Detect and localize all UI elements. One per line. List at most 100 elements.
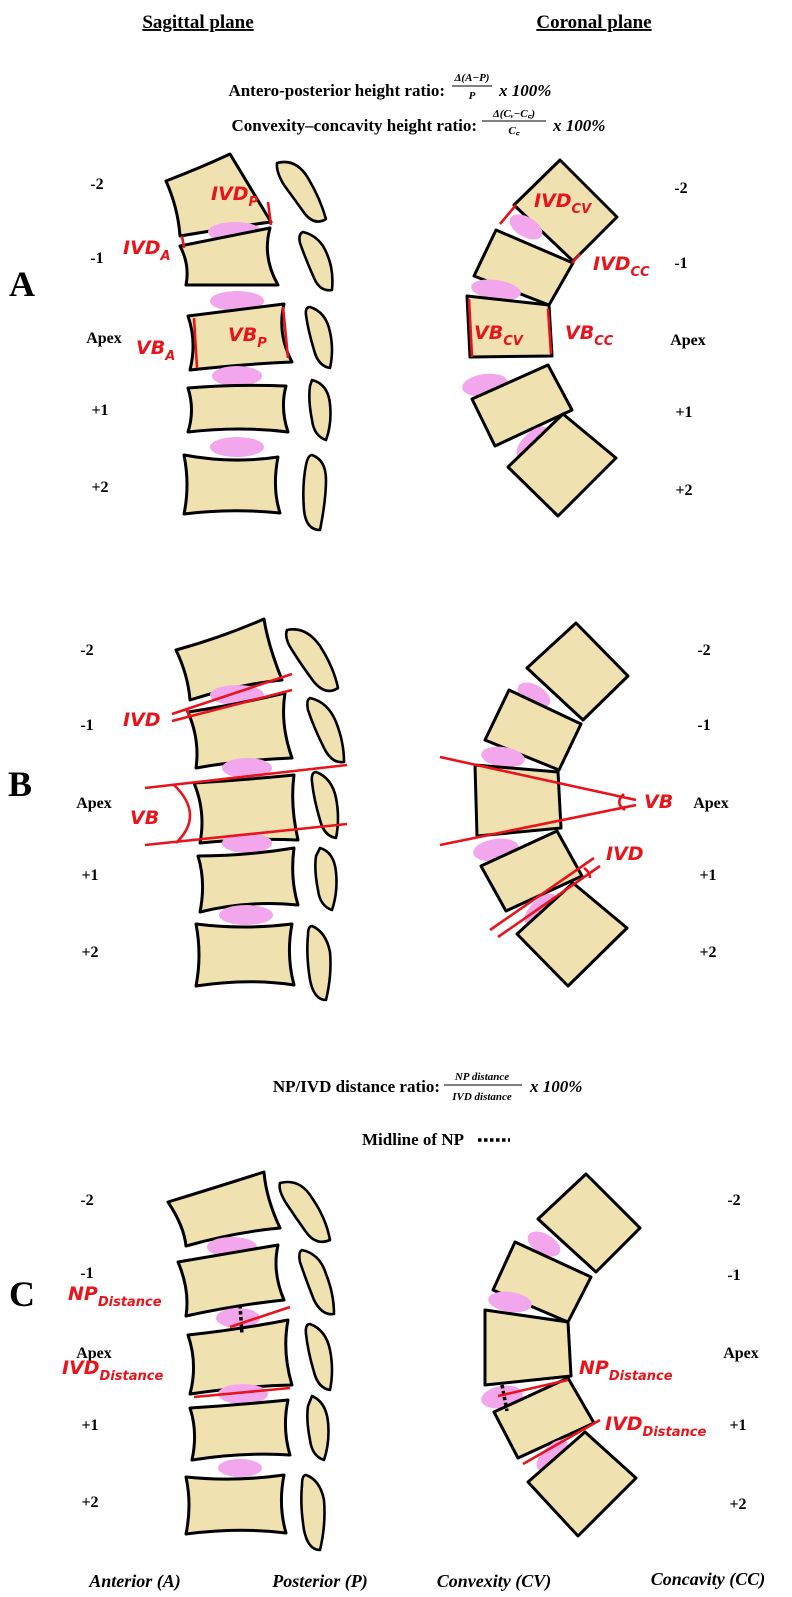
vertebral-body [188, 1320, 292, 1394]
panel-b-level-labels-left: -2 -1 Apex +1 +2 [76, 642, 112, 961]
level-label: -2 [90, 176, 103, 193]
ivd-angle-label: IVD [123, 709, 161, 731]
cc-ratio-label: Convexity–concavity height ratio: [231, 116, 477, 135]
level-label: Apex [723, 1345, 759, 1362]
level-label: -1 [90, 250, 103, 267]
np-distance-label: NPDistance [68, 1283, 162, 1310]
concavity-label: Concavity (CC) [651, 1569, 766, 1590]
level-label: Apex [76, 795, 112, 812]
np-ratio-denominator: IVD distance [451, 1091, 512, 1103]
level-label: -2 [727, 1192, 740, 1209]
vertebral-body [194, 775, 298, 843]
ivd-distance-label: IVDDistance [62, 1357, 163, 1384]
level-label: +2 [81, 944, 98, 961]
level-label: +2 [91, 479, 108, 496]
footer-labels: Anterior (A) Posterior (P) Convexity (CV… [88, 1569, 765, 1592]
ap-height-ratio-formula: Antero-posterior height ratio: Δ(A−P) P … [228, 72, 551, 102]
ivd-cc-label: IVDCC [593, 253, 650, 280]
vertebral-body [198, 848, 298, 912]
np-ratio-label: NP/IVD distance ratio: [273, 1077, 440, 1096]
vb-cc-label: VBCC [565, 322, 614, 349]
level-label: +2 [675, 482, 692, 499]
panel-c-coronal-annotations: NPDistance IVDDistance [579, 1357, 706, 1440]
nucleus-pulposus [218, 1459, 262, 1477]
nucleus-pulposus [212, 366, 262, 386]
vertebral-body [196, 924, 294, 986]
panel-label-c: C [9, 1274, 35, 1314]
panel-b-coronal-spine [440, 623, 636, 986]
panel-b-coronal-annotations: VB IVD [606, 791, 673, 865]
level-label: -1 [697, 717, 710, 734]
cc-ratio-numerator: Δ(Cᵥ−C꜀) [492, 108, 535, 120]
anterior-label: Anterior (A) [88, 1571, 181, 1592]
np-ivd-distance-ratio-formula: NP/IVD distance ratio: NP distance IVD d… [273, 1071, 583, 1103]
level-label: +1 [675, 404, 692, 421]
vertebral-body [190, 1400, 290, 1460]
ap-ratio-label: Antero-posterior height ratio: [228, 81, 445, 100]
vertebral-body [475, 765, 561, 836]
np-distance-label: NPDistance [579, 1357, 673, 1384]
convexity-label: Convexity (CV) [437, 1571, 552, 1592]
panel-b-sagittal-annotations: IVD VB [123, 709, 161, 829]
level-label: +2 [81, 1494, 98, 1511]
vb-a-label: VBA [136, 337, 175, 364]
level-label: +1 [81, 867, 98, 884]
panel-label-a: A [9, 264, 35, 304]
midline-legend-label: Midline of NP [362, 1130, 464, 1149]
vertebral-body [184, 455, 280, 514]
coronal-plane-header: Coronal plane [536, 12, 651, 33]
level-label: -1 [80, 1265, 93, 1282]
sagittal-plane-header: Sagittal plane [142, 12, 253, 33]
ap-ratio-denominator: P [469, 90, 476, 102]
vb-angle-label: VB [644, 791, 673, 813]
level-label: Apex [693, 795, 729, 812]
posterior-process [303, 455, 326, 530]
vertebral-body [485, 1310, 571, 1385]
vertebral-body [178, 1245, 284, 1316]
vb-angle-arc [174, 785, 190, 843]
vertebral-body [180, 228, 278, 285]
panel-b-sagittal-spine [145, 619, 347, 1000]
posterior-process [307, 698, 344, 762]
vertebral-body [186, 1475, 286, 1534]
level-label: -1 [674, 255, 687, 272]
nucleus-pulposus [210, 437, 264, 457]
vertebral-body [528, 1432, 636, 1536]
posterior-process [299, 232, 332, 290]
level-label: +2 [699, 944, 716, 961]
np-ratio-numerator: NP distance [454, 1071, 509, 1083]
posterior-process [306, 1324, 332, 1390]
level-label: +2 [729, 1496, 746, 1513]
ap-ratio-multiplier: x 100% [498, 81, 551, 100]
ap-ratio-numerator: Δ(A−P) [454, 72, 490, 84]
posterior-label: Posterior (P) [271, 1571, 367, 1592]
posterior-process [280, 1182, 330, 1242]
ivd-a-label: IVDA [123, 237, 171, 264]
ivd-angle-label: IVD [606, 843, 644, 865]
panel-a-level-labels-left: -2 -1 Apex +1 +2 [86, 176, 122, 496]
posterior-process [277, 162, 326, 222]
level-label: +1 [81, 1417, 98, 1434]
posterior-process [306, 307, 332, 368]
level-label: -1 [80, 717, 93, 734]
posterior-process [309, 380, 330, 440]
posterior-process [315, 848, 336, 910]
panel-b-level-labels-right: -2 -1 Apex +1 +2 [693, 642, 729, 961]
level-label: -2 [80, 642, 93, 659]
vb-angle-label: VB [130, 807, 159, 829]
level-label: Apex [86, 330, 122, 347]
level-label: Apex [670, 332, 706, 349]
posterior-process [307, 1396, 328, 1460]
cc-ratio-multiplier: x 100% [552, 116, 605, 135]
panel-a-level-labels-right: -2 -1 Apex +1 +2 [670, 180, 706, 499]
level-label: -2 [80, 1192, 93, 1209]
posterior-process [301, 1475, 324, 1550]
level-label: +1 [91, 402, 108, 419]
level-label: +1 [729, 1417, 746, 1434]
panel-c-coronal-spine [479, 1174, 640, 1536]
nucleus-pulposus [219, 905, 273, 925]
cc-height-ratio-formula: Convexity–concavity height ratio: Δ(Cᵥ−C… [231, 108, 605, 137]
cc-ratio-denominator: C꜀ [508, 125, 520, 137]
vertebral-body [188, 385, 288, 432]
